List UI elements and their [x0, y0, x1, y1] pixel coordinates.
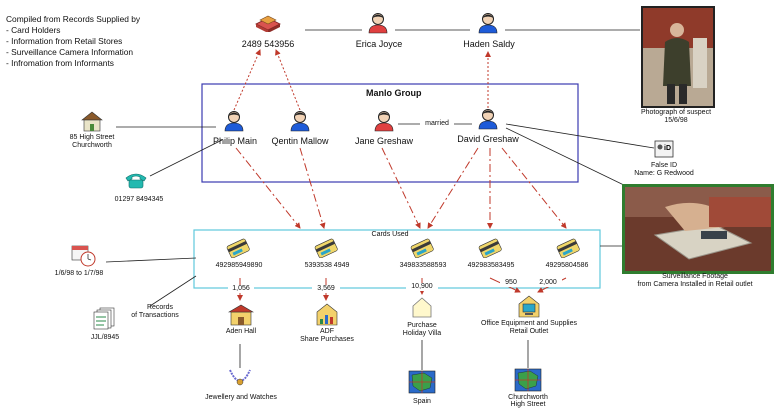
credit-card-icon: [314, 238, 338, 258]
link-philip-phone: [149, 139, 223, 177]
telephone-icon: [125, 173, 147, 189]
house-outline-icon: [412, 297, 432, 318]
person-icon: [374, 111, 394, 132]
false-id-line1: False ID: [650, 162, 678, 169]
records-line2: of Transactions: [131, 312, 179, 319]
link-david-card3: [427, 147, 479, 229]
map-icon: [408, 370, 436, 394]
group-title: Manlo Group: [366, 88, 422, 98]
id-card-icon: iD: [654, 140, 674, 158]
outlet-spain-label: Spain: [413, 398, 431, 405]
amount-label: 3,569: [312, 285, 340, 293]
legend-item: - Information from Retail Stores: [6, 36, 123, 46]
address-line1: 85 High Street: [69, 134, 115, 141]
married-label: married: [420, 120, 454, 128]
person-icon: [478, 109, 498, 130]
link-david-falseid: [505, 123, 655, 149]
link-philip-card1: [235, 147, 301, 229]
shop-icon: [228, 304, 254, 326]
phone-top-label: 2489 543956: [241, 39, 295, 49]
credit-card-icon: [556, 238, 580, 258]
map-icon: [514, 368, 542, 392]
legend-item: - Surveillance Camera Information: [6, 47, 134, 57]
surveillance-photo: [622, 184, 774, 274]
credit-card-icon: [226, 238, 250, 258]
suspect-date: 15/6/98: [664, 117, 688, 124]
outlet-villa-label: Purchase: [407, 322, 437, 329]
link-david-surveillance: [505, 127, 631, 189]
outlet-adf-label: ADF: [320, 328, 334, 335]
records-line1: Records: [146, 304, 174, 311]
link-david-card5: [501, 147, 567, 229]
link-philip-phone-top: [233, 49, 261, 111]
person-erica-label: Erica Joyce: [355, 39, 403, 49]
cards-used-label: Cards Used: [371, 231, 409, 238]
phone-label: 01297 8494345: [114, 196, 164, 203]
link-date-cards: [105, 257, 197, 263]
card-number: 49295804586: [545, 262, 589, 269]
card-number: 492983583495: [467, 262, 515, 269]
person-haden-label: Haden Saldy: [463, 39, 515, 49]
surveillance-line2: from Camera Installed in Retail outlet: [637, 281, 753, 288]
cards-used-box: [193, 229, 601, 289]
outlet-aden-label: Aden Hall: [225, 328, 257, 335]
outlet-church-label: Churchworth: [508, 394, 548, 401]
suspect-photo: [641, 6, 715, 108]
amount-label: 1,056: [228, 285, 254, 293]
outlet-office-sub: Retail Outlet: [509, 328, 549, 335]
person-david-label: David Greshaw: [457, 134, 519, 144]
suspect-caption: Photograph of suspect: [640, 109, 712, 116]
svg-text:iD: iD: [664, 145, 671, 152]
card-number: 349833588593: [399, 262, 447, 269]
link-jane-card3: [381, 147, 421, 229]
link-records-cards: [149, 275, 197, 307]
address-line2: Churchworth: [72, 142, 112, 149]
amount-label: 10,900: [406, 283, 438, 291]
amount-label: 2,000: [534, 279, 562, 287]
amount-label: 950: [500, 279, 522, 287]
link-qentin-card2: [299, 147, 326, 229]
credit-card-icon: [410, 238, 434, 258]
phone-records-icon: [255, 15, 281, 32]
person-philip-label: Philip Main: [212, 136, 258, 146]
legend: Compiled from Records Supplied by - Card…: [6, 14, 140, 69]
card-number: 492985949890: [215, 262, 263, 269]
person-icon: [478, 13, 498, 34]
outlet-jewel-label: Jewellery and Watches: [205, 394, 277, 401]
house-icon: [81, 111, 103, 132]
outlet-church-sub: High Street: [510, 401, 546, 408]
person-jane-label: Jane Greshaw: [354, 136, 414, 146]
credit-card-icon: [478, 238, 502, 258]
documents-icon: [93, 307, 115, 330]
date-range-label: 1/6/98 to 1/7/98: [54, 270, 104, 277]
surveillance-line1: Surveillance Footage: [662, 273, 728, 280]
calendar-clock-icon: [71, 245, 96, 267]
false-id-line2: Name: G Redwood: [634, 170, 694, 177]
necklace-icon: [229, 369, 251, 386]
chart-building-icon: [316, 303, 338, 326]
legend-title: Compiled from Records Supplied by: [6, 14, 141, 24]
manlo-group-box: [201, 83, 579, 183]
person-icon: [368, 13, 388, 34]
outlet-office-label: Office Equipment and Supplies: [481, 320, 577, 327]
link-qentin-phone-top: [275, 49, 301, 111]
legend-item: - Card Holders: [6, 25, 61, 35]
person-qentin-label: Qentin Mallow: [271, 136, 329, 146]
outlet-villa-sub: Holiday Villa: [402, 330, 442, 337]
file-label: JJL/8945: [90, 334, 120, 341]
computer-icon: [518, 295, 540, 318]
person-icon: [290, 111, 310, 132]
outlet-adf-sub: Share Purchases: [300, 336, 354, 343]
card-number: 5393538 4949: [304, 262, 350, 269]
person-icon: [224, 111, 244, 132]
legend-item: - Infromation from Informants: [6, 58, 114, 68]
